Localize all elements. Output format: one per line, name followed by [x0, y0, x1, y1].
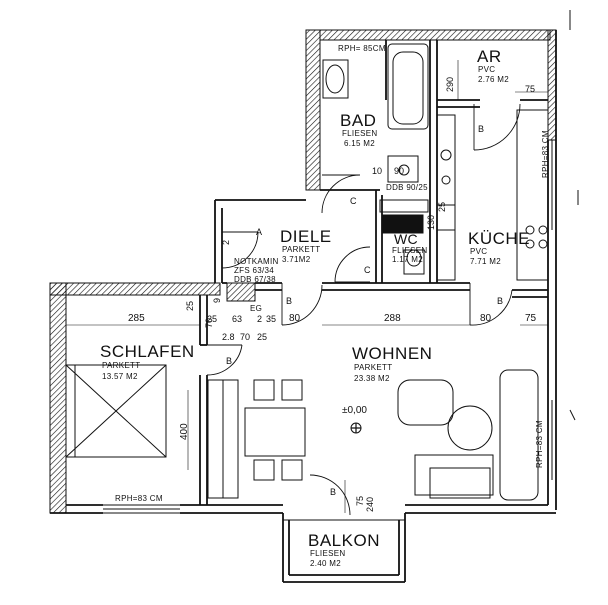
dim-2-8: 2.8 — [222, 332, 235, 342]
windows — [103, 10, 579, 521]
dim-25-b: 25 — [257, 332, 268, 342]
rph-kueche-label: RPH=83 CM — [541, 130, 550, 178]
room-name-bad: BAD — [340, 111, 377, 130]
doors — [206, 103, 521, 516]
door-letter-b-ar: B — [478, 124, 485, 134]
room-floor-schlafen: PARKETT — [102, 361, 141, 370]
room-name-wohnen: WOHNEN — [352, 344, 433, 363]
exterior-walls — [49, 29, 557, 514]
room-area-schlafen: 13.57 M2 — [102, 372, 138, 381]
dimension-lines — [66, 60, 548, 513]
ddb-bath-label: DDB 90/25 — [386, 183, 428, 192]
eg-label: EG — [250, 304, 263, 313]
room-floor-wohnen: PARKETT — [354, 363, 393, 372]
dim-9: 9 — [212, 297, 222, 303]
door-letter-b-kueche: B — [497, 296, 504, 306]
dim-10: 10 — [372, 166, 383, 176]
dim-130: 130 — [426, 214, 436, 230]
room-name-ar: AR — [477, 47, 502, 66]
room-floor-ar: PVC — [478, 65, 496, 74]
room-floor-bad: FLIESEN — [342, 129, 378, 138]
dim-90: 90 — [394, 166, 405, 176]
room-floor-diele: PARKETT — [282, 245, 321, 254]
room-floor-balkon: FLIESEN — [310, 549, 346, 558]
dim-75-ar: 75 — [525, 84, 536, 94]
room-name-wc: WC — [394, 231, 418, 247]
door-letter-c-bath: C — [350, 196, 357, 206]
dim-80-diele: 80 — [289, 313, 301, 324]
living-furniture — [244, 369, 539, 501]
rph-schlafen-label: RPH=83 CM — [115, 494, 163, 503]
room-area-wc: 1.17 M2 — [392, 255, 424, 264]
dim-290: 290 — [445, 76, 455, 92]
kitchen-fixtures — [436, 109, 549, 281]
room-area-diele: 3.71M2 — [282, 255, 311, 264]
room-area-kueche: 7.71 M2 — [470, 257, 502, 266]
rph-bad-label: RPH= 85CM — [338, 44, 386, 53]
level-label: ±0,00 — [342, 405, 367, 416]
dim-288: 288 — [384, 313, 401, 324]
dim-75-balkon: 75 — [355, 495, 365, 506]
room-floor-kueche: PVC — [470, 247, 488, 256]
room-name-schlafen: SCHLAFEN — [100, 342, 195, 361]
room-name-diele: DIELE — [280, 227, 332, 246]
dim-75-wohnen: 75 — [525, 313, 537, 324]
notkamin-label: NOTKAMIN — [234, 257, 279, 266]
dim-70-b: 70 — [240, 332, 251, 342]
room-floor-wc: FLIESEN — [392, 246, 428, 255]
door-letter-b-schlafen: B — [226, 356, 233, 366]
dim-25-kueche: 25 — [437, 201, 447, 212]
bed — [65, 364, 239, 499]
room-area-ar: 2.76 M2 — [478, 75, 510, 84]
room-name-balkon: BALKON — [308, 531, 380, 550]
dim-25-a: 25 — [207, 314, 218, 324]
room-area-balkon: 2.40 M2 — [310, 559, 342, 568]
door-letter-a: A — [256, 227, 263, 237]
dim-285: 285 — [128, 313, 145, 324]
dim-80-kueche: 80 — [480, 313, 492, 324]
dim-25-wall: 25 — [185, 300, 195, 311]
dim-63: 63 — [232, 314, 243, 324]
level-marker — [350, 422, 362, 434]
bathroom-fixtures — [322, 43, 429, 234]
dim-35: 35 — [266, 314, 277, 324]
ddb-chimney-label: DDB 67/38 — [234, 275, 276, 284]
door-letter-b-diele: B — [286, 296, 293, 306]
door-letter-c-wc: C — [364, 265, 371, 275]
wc-fixtures — [403, 249, 425, 275]
dim-2: 2 — [221, 239, 231, 245]
door-letter-b-balkon: B — [330, 487, 337, 497]
room-area-wohnen: 23.38 M2 — [354, 374, 390, 383]
rph-wohnen-label: RPH=83 CM — [535, 420, 544, 468]
dim-2-b: 2 — [257, 314, 263, 324]
room-name-kueche: KÜCHE — [468, 229, 531, 248]
room-area-bad: 6.15 M2 — [344, 139, 376, 148]
dim-400: 400 — [179, 423, 190, 440]
dim-240: 240 — [365, 496, 375, 512]
zfs-label: ZFS 63/34 — [234, 266, 275, 275]
